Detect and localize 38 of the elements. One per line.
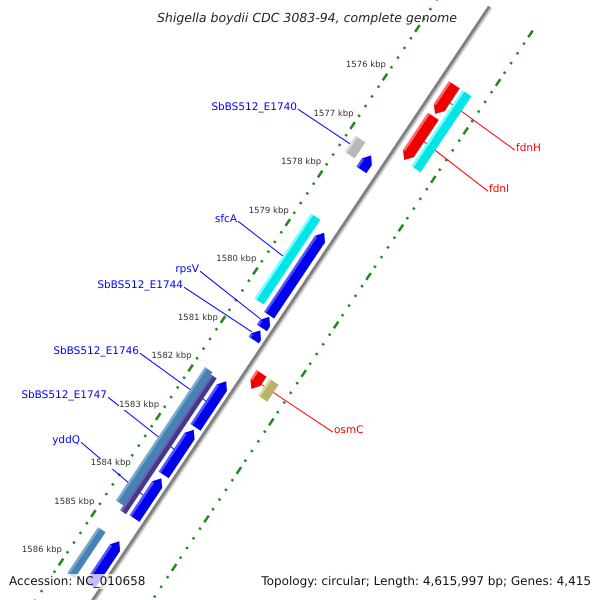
footer-note: Topology: circular; Length: 4,615,997 bp; Genes: 4,415: [259, 574, 593, 590]
footer-note: Accession: NC_010658: [7, 574, 148, 590]
gene-feature: [356, 155, 372, 174]
gene-label: SbBS512_E1746: [53, 346, 139, 358]
gene-label: osmC: [334, 425, 364, 437]
gene-feature: [256, 316, 270, 332]
scale-label: 1582 kbp: [152, 352, 192, 362]
leader-line: [260, 384, 334, 433]
gene-label: sfcA: [214, 214, 237, 226]
gene-feature: [411, 90, 472, 172]
gene-label: fdnH: [516, 143, 541, 155]
scale-label: 1583 kbp: [119, 400, 160, 410]
gene-label: yddQ: [52, 435, 80, 447]
scale-label: 1577 kbp: [314, 110, 354, 120]
gene-feature: [264, 232, 325, 319]
leader-line: [200, 270, 262, 320]
title: Shigella boydii CDC 3083-94, complete genome: [156, 11, 458, 25]
gene-label: rpsV: [175, 264, 199, 276]
scale-label: 1584 kbp: [90, 459, 131, 469]
leader-line: [424, 141, 488, 192]
scale-label: 1581 kbp: [178, 314, 218, 324]
gene-label: fdnI: [489, 184, 510, 196]
gene-feature: [344, 136, 366, 158]
gene-feature: [258, 378, 279, 402]
gene-feature: [248, 330, 261, 344]
scale-label: 1578 kbp: [281, 158, 322, 168]
scale-label: 1585 kbp: [54, 498, 94, 508]
gene-feature: [250, 370, 267, 389]
scale-label: 1580 kbp: [216, 255, 256, 265]
scale-label: 1586 kbp: [22, 546, 62, 556]
gene-label: SbBS512_E1747: [21, 390, 107, 402]
leader-line: [184, 286, 252, 332]
scale-label: 1576 kbp: [346, 61, 386, 71]
leader-line: [298, 108, 350, 144]
scale-label: 1579 kbp: [248, 206, 289, 216]
gene-label: SbBS512_E1744: [97, 280, 183, 292]
gene-label: SbBS512_E1740: [211, 102, 297, 114]
leader-line: [450, 102, 516, 151]
